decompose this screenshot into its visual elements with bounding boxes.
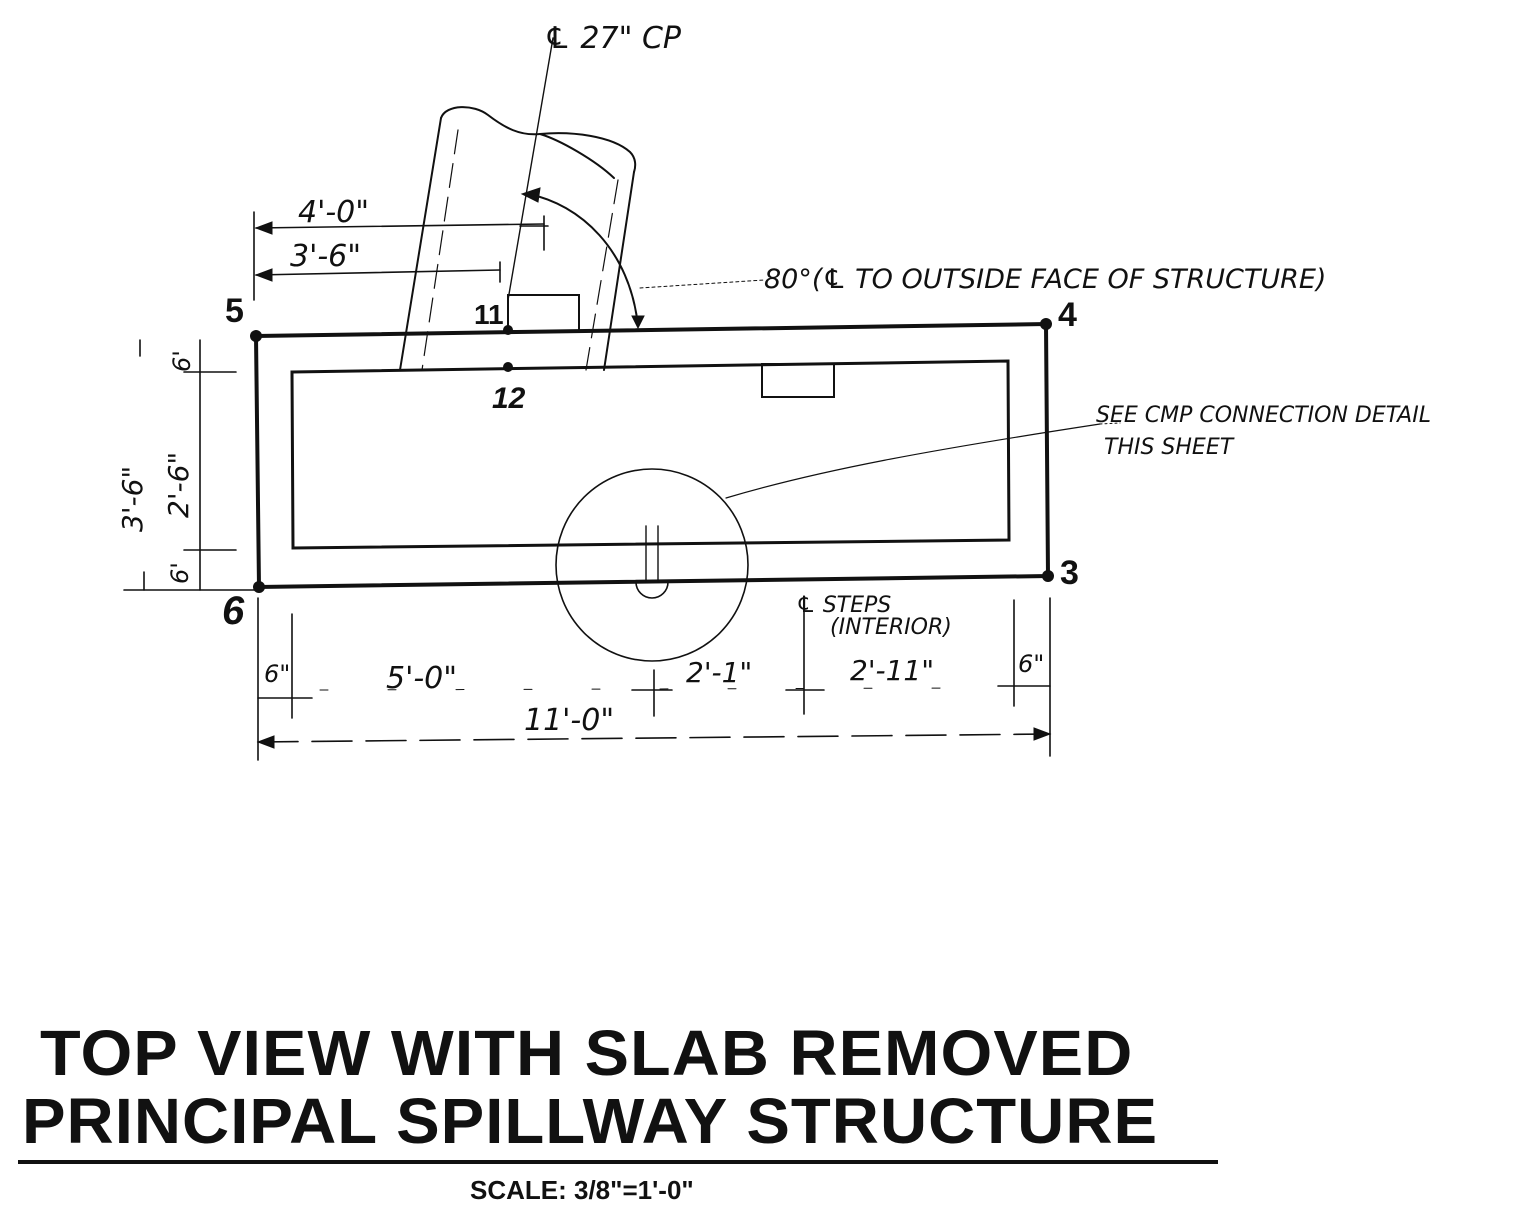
point-4-label: 4 — [1058, 296, 1077, 334]
pipe-label: ℄ 27" CP — [544, 21, 682, 56]
inner-opening — [761, 363, 835, 398]
title-line-1: TOP VIEW WITH SLAB REMOVED — [40, 1017, 1134, 1089]
connection-note-line2: THIS SHEET — [1104, 435, 1235, 460]
left-dimensions — [123, 339, 257, 591]
dim-top-outer: 4'-0" — [298, 195, 369, 230]
dim-top-inner: 3'-6" — [290, 239, 361, 274]
dim-bottom-steps-to-wall: 2'-11" — [850, 654, 934, 687]
corner-points — [250, 318, 1054, 593]
dim-left-top-wall: 6' — [168, 350, 196, 372]
dim-bottom-circle-to-steps: 2'-1" — [686, 656, 752, 689]
inner-wall — [290, 359, 1011, 550]
angle-note: 80°(℄ TO OUTSIDE FACE OF STRUCTURE) — [764, 264, 1326, 295]
angle-arc — [527, 193, 639, 327]
pipe — [399, 37, 637, 371]
steps-label-line1: ℄ STEPS — [796, 593, 891, 618]
bottom-dimensions — [257, 595, 1051, 761]
dim-left-inner: 2'-6" — [162, 452, 195, 518]
top-dimensions — [253, 211, 549, 301]
dim-bottom-to-circle: 5'-0" — [386, 661, 457, 696]
title-underline — [18, 1160, 1218, 1164]
manhole-circle — [555, 468, 749, 662]
point-6-label: 6 — [222, 589, 245, 633]
dim-bottom-overall: 11'-0" — [524, 703, 614, 738]
dim-left-overall: 3'-6" — [116, 466, 149, 532]
scale-note: SCALE: 3/8"=1'-0" — [470, 1175, 694, 1205]
point-5-label: 5 — [225, 292, 244, 330]
top-opening — [507, 294, 580, 332]
dim-bottom-left-wall: 6" — [264, 660, 290, 688]
connection-note-line1: SEE CMP CONNECTION DETAIL — [1096, 403, 1431, 428]
dim-bottom-right-wall: 6" — [1018, 650, 1044, 678]
title-line-2: PRINCIPAL SPILLWAY STRUCTURE — [22, 1085, 1159, 1157]
dim-left-bottom-wall: 6' — [166, 562, 194, 584]
point-11-label: 11 — [474, 299, 504, 330]
connection-leader — [725, 423, 1101, 499]
point-12-label: 12 — [492, 382, 526, 415]
steps-label-line2: (INTERIOR) — [830, 615, 952, 640]
point-3-label: 3 — [1060, 554, 1079, 592]
